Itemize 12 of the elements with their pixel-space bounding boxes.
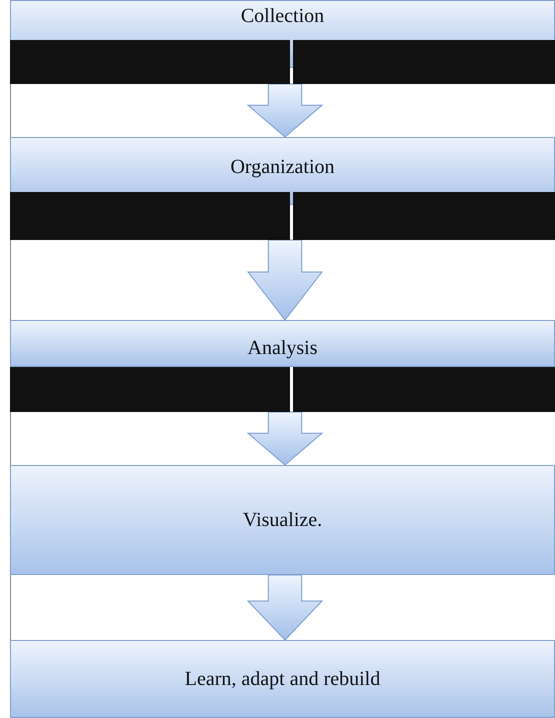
step-title: Learn, adapt and rebuild: [184, 668, 380, 690]
down-arrow: [246, 574, 324, 641]
process-box: [10, 465, 555, 575]
process-box: [10, 640, 555, 718]
step-title: Organization: [230, 156, 335, 179]
down-arrow: [246, 412, 324, 466]
down-arrow: [246, 84, 324, 138]
step-title: Analysis: [248, 337, 318, 360]
step-title: Visualize.: [242, 508, 322, 532]
down-arrow: [246, 240, 324, 321]
step-title: Collection: [240, 5, 324, 28]
process-box: [10, 320, 555, 367]
